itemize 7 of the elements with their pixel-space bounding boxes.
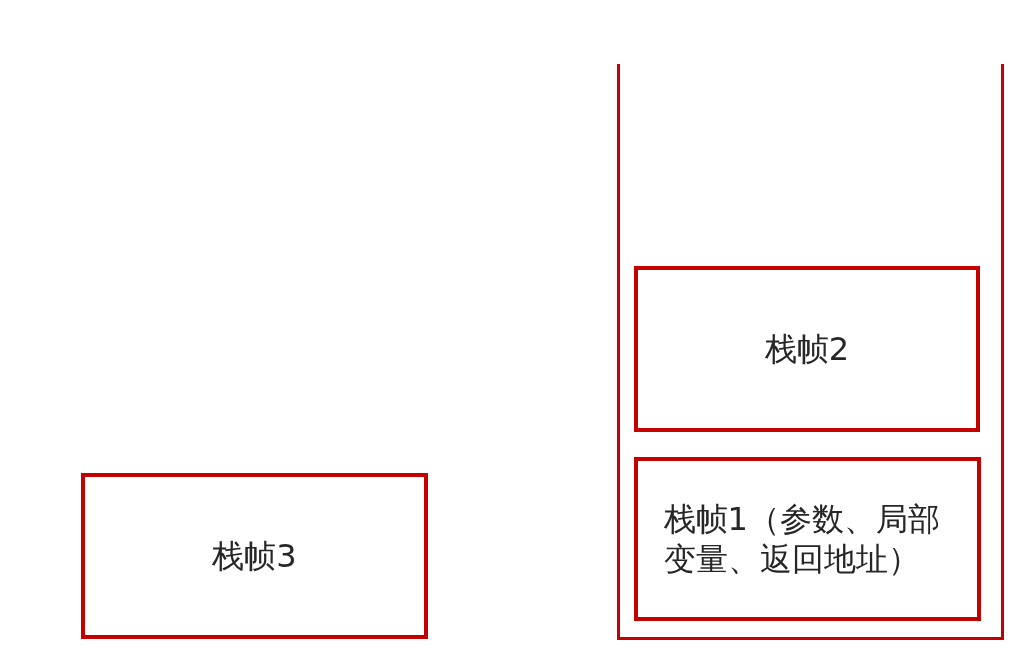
stack-container <box>617 64 1004 640</box>
frame-label: 栈帧2 <box>764 329 850 369</box>
stack-frame-box <box>634 457 981 621</box>
stack-frame-box <box>81 473 428 639</box>
stack-frame-box <box>634 266 980 432</box>
frame-label: 栈帧3 <box>212 536 297 576</box>
frame-label: 栈帧1（参数、局部变量、返回地址） <box>663 499 941 579</box>
